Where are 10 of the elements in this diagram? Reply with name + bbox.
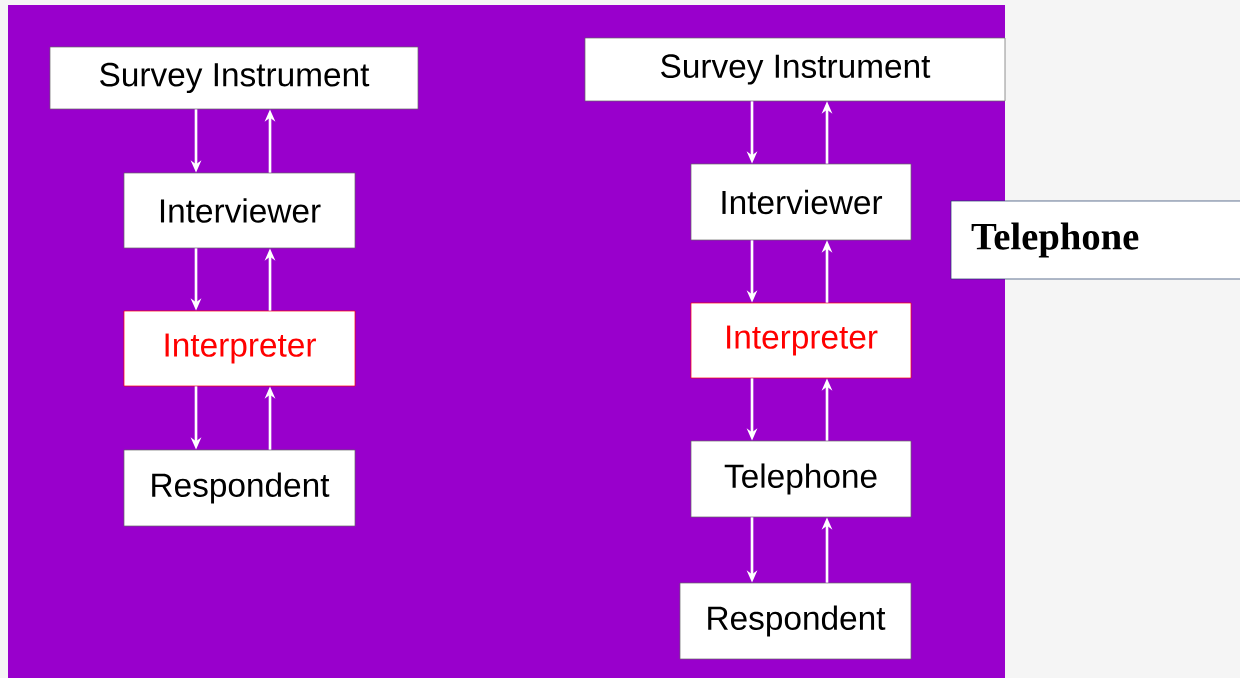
- label-box: Interviewer: [123, 172, 356, 249]
- label-box: Interpreter: [123, 310, 356, 387]
- label-box: Telephone: [950, 200, 1240, 280]
- label-box: Interpreter: [690, 302, 912, 379]
- label-box: Survey Instrument: [49, 46, 419, 110]
- label-box: Telephone: [690, 440, 912, 518]
- label-box: Interviewer: [690, 163, 912, 241]
- label-box: Respondent: [123, 449, 356, 527]
- label-box: Survey Instrument: [584, 37, 1006, 102]
- label-box: Respondent: [679, 582, 912, 660]
